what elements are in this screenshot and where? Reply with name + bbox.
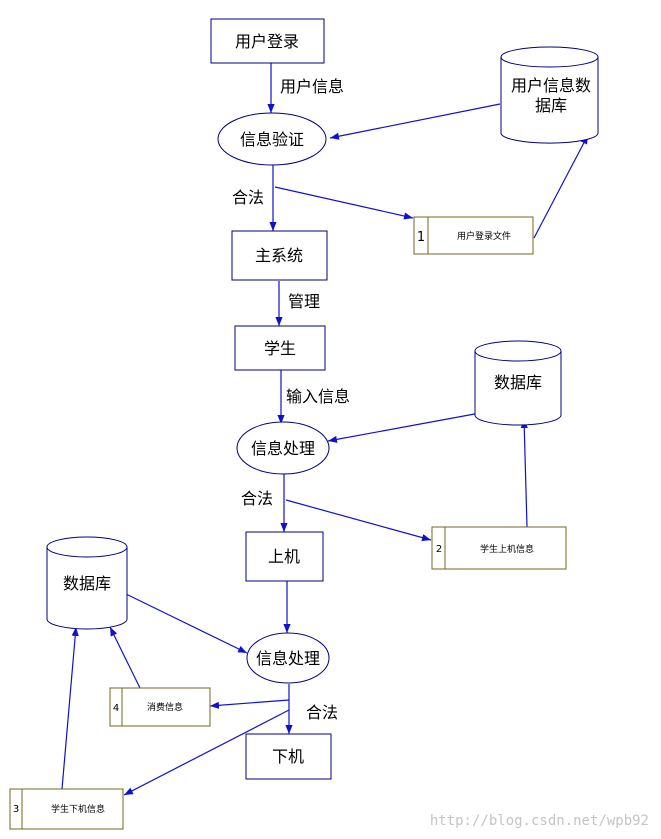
node-userdb: 用户信息数 据库 xyxy=(500,46,599,144)
node-online: 上机 xyxy=(245,531,324,582)
edge-label-input-info: 输入信息 xyxy=(286,387,350,406)
store-1-label: 用户登录文件 xyxy=(457,230,511,242)
store-4: 4 消费信息 xyxy=(109,687,211,727)
edge-process1-store2 xyxy=(285,499,432,542)
store-1: 1 用户登录文件 xyxy=(413,216,534,255)
process1-label: 信息处理 xyxy=(251,439,315,458)
offline-label: 下机 xyxy=(272,747,304,766)
mainsys-label: 主系统 xyxy=(255,246,303,265)
edge-label-legal-1: 合法 xyxy=(232,188,264,207)
online-label: 上机 xyxy=(268,547,300,566)
edge-label-user-info: 用户信息 xyxy=(280,77,344,96)
store-2: 2 学生上机信息 xyxy=(431,526,567,570)
edge-store1-userdb xyxy=(533,134,589,239)
node-process1: 信息处理 xyxy=(236,421,330,475)
node-login: 用户登录 xyxy=(210,18,325,64)
node-db1: 数据库 xyxy=(474,340,562,426)
store-4-label: 消费信息 xyxy=(147,701,183,713)
watermark: http://blog.csdn.net/wpb92 xyxy=(430,813,649,829)
edge-label-legal-2: 合法 xyxy=(241,489,273,508)
node-offline: 下机 xyxy=(245,733,332,780)
userdb-label-line1: 用户信息数 xyxy=(511,76,591,95)
store-2-label: 学生上机信息 xyxy=(480,543,534,555)
edge-db1-process1 xyxy=(327,412,481,443)
edge-process2-store3 xyxy=(123,709,290,796)
store-3: 3 学生下机信息 xyxy=(9,788,124,830)
edge-store4-db2 xyxy=(109,626,141,689)
verify-label: 信息验证 xyxy=(240,130,304,149)
edges xyxy=(61,63,589,796)
student-label: 学生 xyxy=(264,339,296,358)
store-2-number: 2 xyxy=(436,544,442,555)
edge-db2-process2 xyxy=(125,593,248,654)
edge-userdb-verify xyxy=(329,103,501,140)
node-student: 学生 xyxy=(234,325,326,371)
edge-verify-store1 xyxy=(274,186,414,220)
store-4-number: 4 xyxy=(113,703,119,714)
node-db2: 数据库 xyxy=(46,536,128,630)
process2-label: 信息处理 xyxy=(256,649,320,668)
userdb-label-line2: 据库 xyxy=(535,96,567,115)
store-1-number: 1 xyxy=(417,230,425,245)
node-process2: 信息处理 xyxy=(246,632,330,684)
db1-label: 数据库 xyxy=(494,373,542,392)
edge-store2-db1 xyxy=(520,418,528,528)
login-label: 用户登录 xyxy=(235,32,299,51)
edge-store3-db2 xyxy=(61,626,79,790)
node-verify: 信息验证 xyxy=(217,112,327,166)
store-3-number: 3 xyxy=(13,804,19,815)
store-3-label: 学生下机信息 xyxy=(51,803,105,815)
db2-label: 数据库 xyxy=(63,574,111,593)
node-mainsys: 主系统 xyxy=(231,230,328,281)
edge-label-manage: 管理 xyxy=(288,292,320,311)
edge-label-legal-3: 合法 xyxy=(306,703,338,722)
edge-process2-store4 xyxy=(209,699,290,709)
